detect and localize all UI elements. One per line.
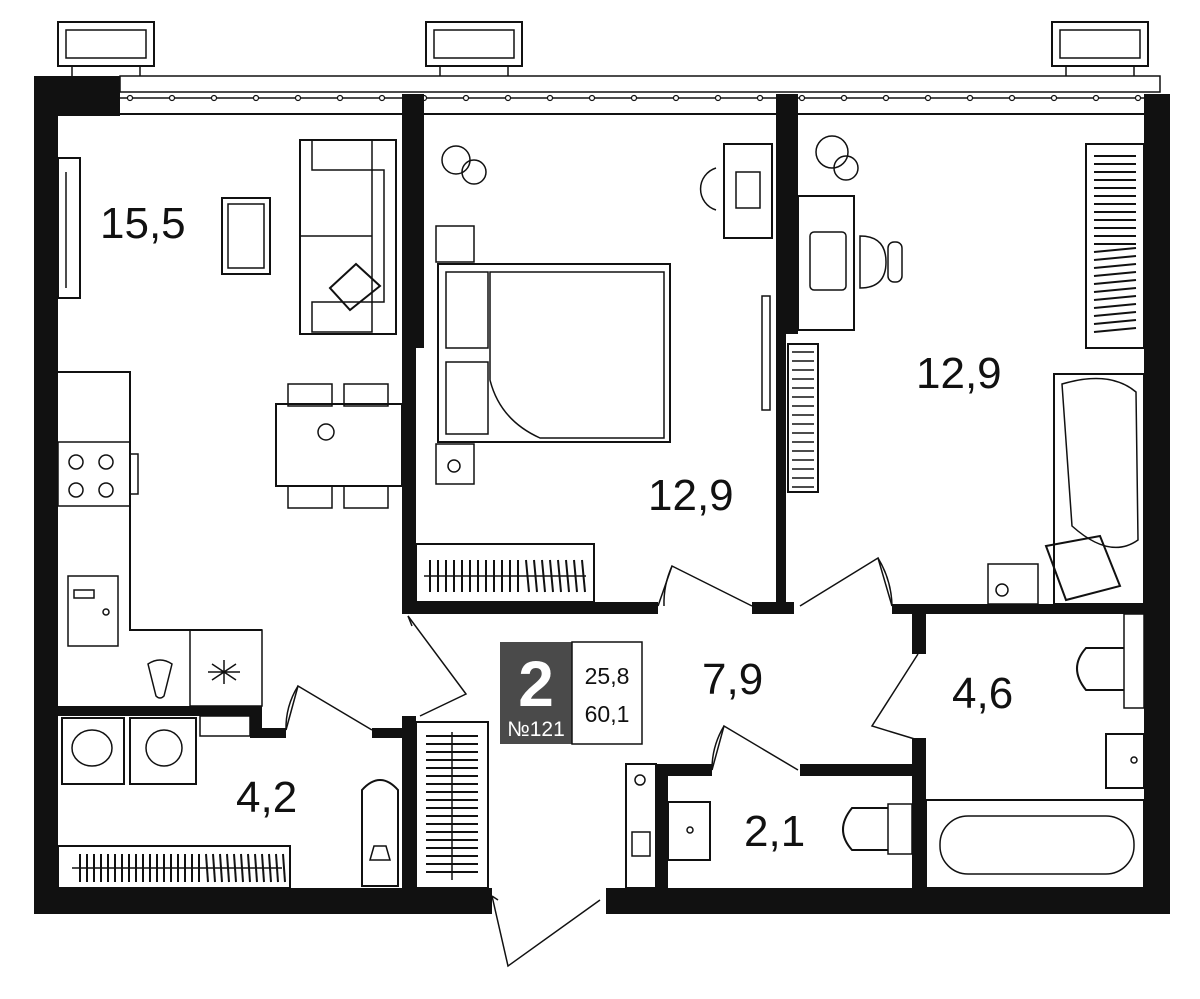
window-box-left — [57, 21, 155, 76]
window-box-center — [425, 21, 523, 76]
bookshelf — [787, 343, 819, 493]
badge-living-area: 25,8 — [585, 663, 630, 689]
room-area-living-kitchen: 15,5 — [100, 199, 186, 248]
toilet-sink — [667, 801, 711, 861]
bathroom-sink — [1105, 733, 1145, 789]
wardrobe-living — [57, 157, 81, 299]
desk-bedroom — [699, 143, 773, 239]
badge-area-box — [571, 641, 643, 745]
window-box-right — [1051, 21, 1149, 76]
plant-living — [441, 145, 487, 185]
room-area-bedroom: 12,9 — [648, 471, 734, 520]
desk-second — [797, 195, 903, 331]
room-area-hallway: 7,9 — [702, 655, 763, 704]
mirror — [761, 295, 771, 411]
shelf — [199, 715, 251, 737]
bathroom-toilet — [1076, 613, 1145, 709]
wardrobe-second — [1085, 143, 1145, 349]
storage-rack-hangers — [79, 853, 286, 883]
badge-apartment-number: №121 — [507, 718, 565, 741]
dining-table — [275, 383, 403, 509]
washing-machine — [61, 717, 125, 785]
doors — [285, 556, 919, 968]
boiler — [625, 763, 657, 889]
badge-rooms-count: 2 — [518, 648, 554, 720]
tv-stand — [221, 197, 271, 275]
dryer — [129, 717, 197, 785]
bed-second — [987, 373, 1145, 605]
ironing-board — [361, 779, 399, 887]
badge-background — [500, 642, 572, 744]
room-area-bathroom: 4,6 — [952, 669, 1013, 718]
wardrobe-hangers-bedroom — [429, 559, 586, 593]
kitchen-counter — [57, 371, 263, 707]
apartment-badge: 2 №121 25,8 60,1 — [500, 641, 643, 745]
balcony-posts — [126, 94, 1142, 102]
wardrobe-hangers-second — [1093, 155, 1137, 333]
sofa — [299, 139, 397, 335]
hallway-wardrobe-hangers — [426, 735, 478, 873]
walls — [34, 76, 1170, 914]
room-area-toilet: 2,1 — [744, 807, 805, 856]
plant-second — [815, 135, 859, 181]
room-area-second-bedroom: 12,9 — [916, 349, 1002, 398]
room-area-storage: 4,2 — [236, 773, 297, 822]
balcony-rail — [119, 75, 1161, 115]
toilet-bowl — [842, 803, 913, 855]
badge-total-area: 60,1 — [585, 701, 630, 727]
bed — [435, 225, 671, 485]
bathtub — [925, 799, 1145, 889]
